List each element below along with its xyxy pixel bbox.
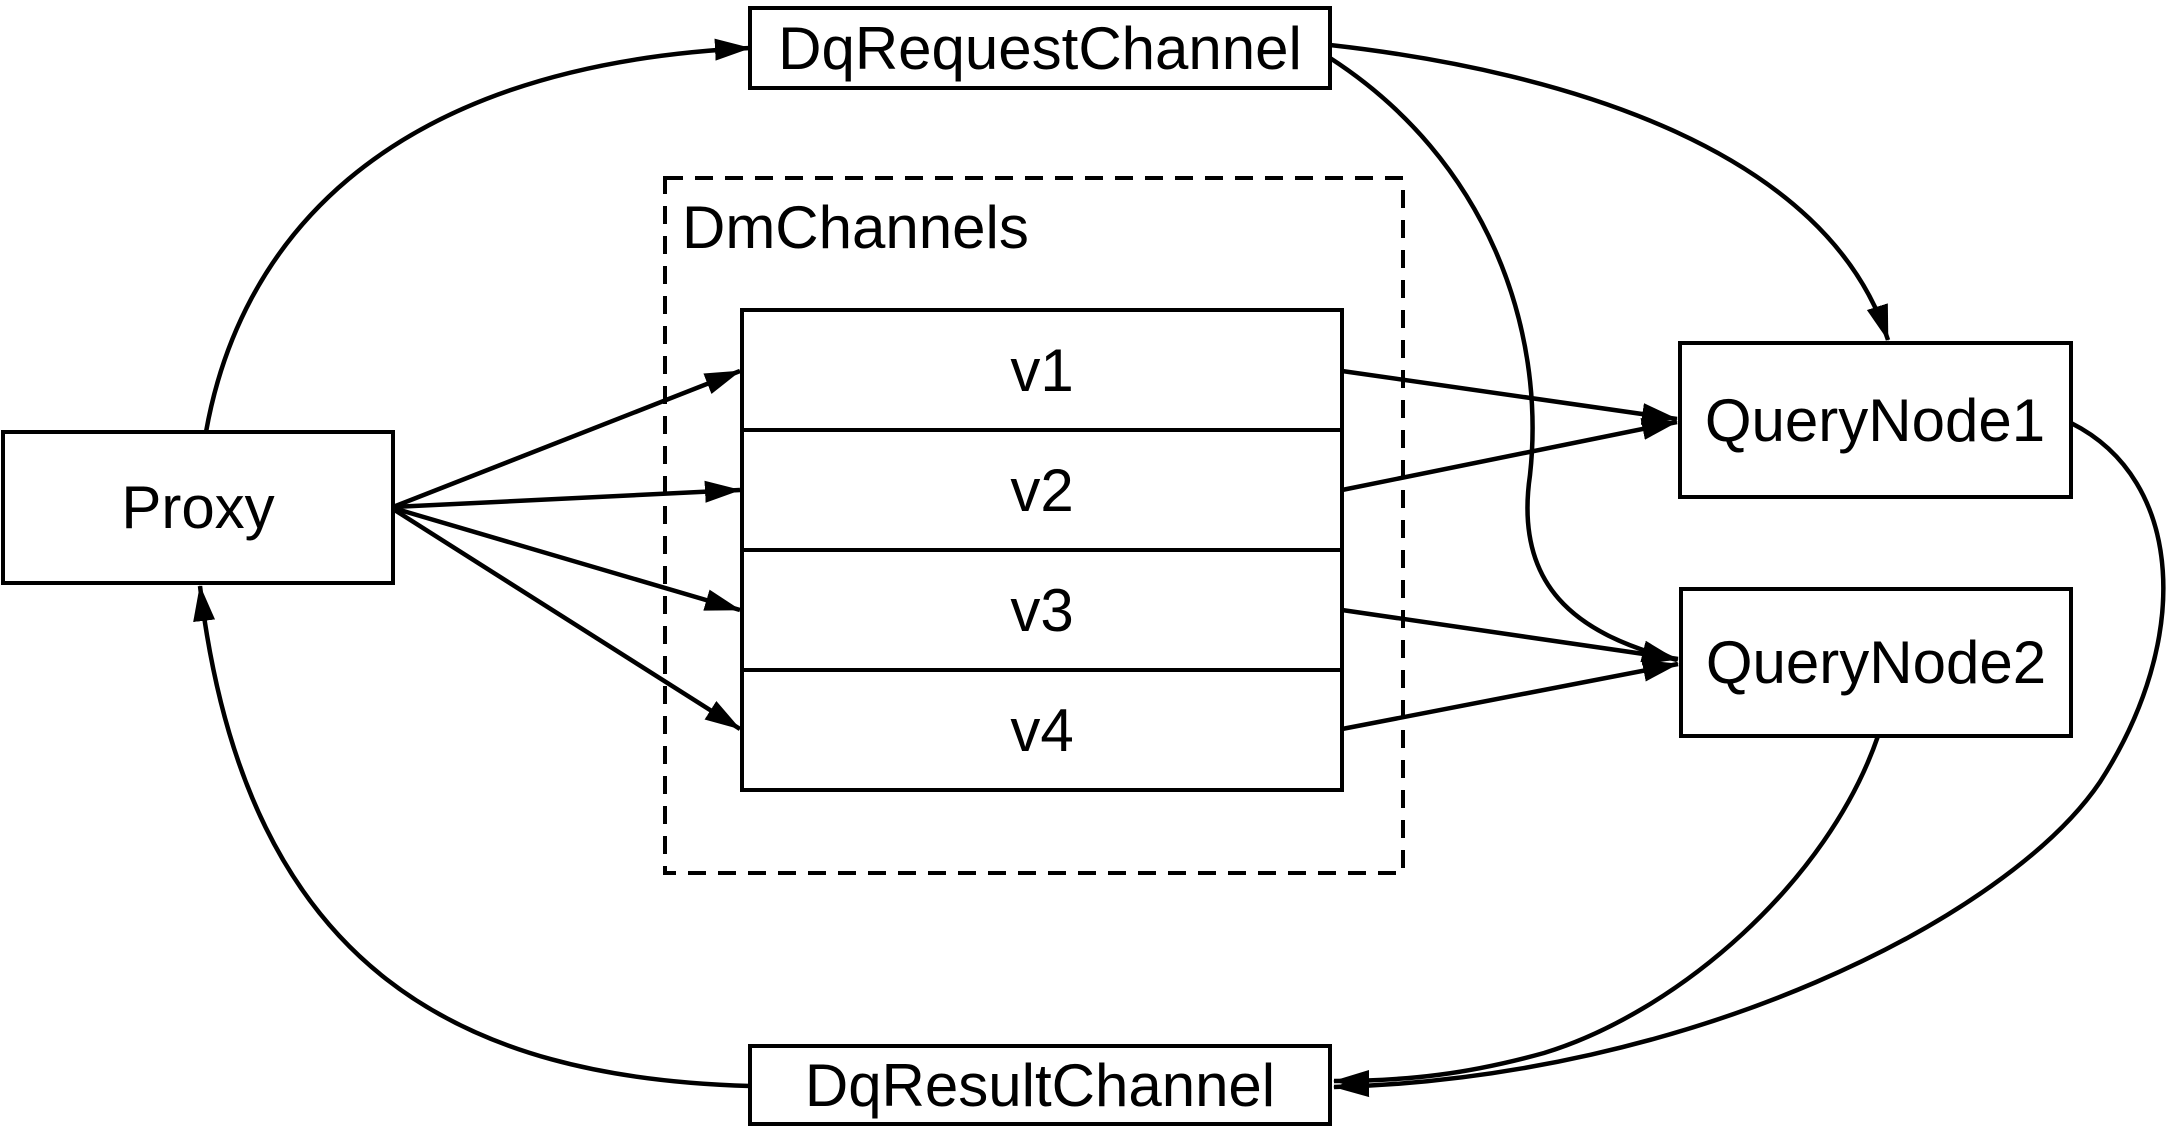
query-node1-box [1678,341,2073,499]
edge-querynode2-to-dqresultchannel [1333,735,1881,1092]
edge-v2-to-querynode1 [1341,418,1678,493]
query-node2-box [1679,587,2073,738]
edges [193,38,2166,1098]
edge-dqrequestchannel-to-querynode1 [1329,42,1891,341]
edge-v4-to-querynode2 [1341,659,1679,732]
node-query-node1: QueryNode1 [1678,341,2073,499]
dq-result-channel-label: DqResultChannel [805,1052,1275,1119]
edge-proxy-to-dqrequestchannel [203,38,751,433]
node-dq-request-channel: DqRequestChannel [748,6,1332,90]
query-node2-label: QueryNode2 [1706,629,2046,696]
proxy-box [1,430,395,585]
edge-proxy-to-v4 [391,507,742,731]
edge-dqrequestchannel-to-querynode2 [1328,56,1678,663]
node-proxy: Proxy [1,430,395,585]
channel-row-v3: v3 [1010,577,1073,644]
dm-channels-group: DmChannels v1 v2 v3 v4 [663,176,1405,875]
edge-proxy-to-v3 [392,505,741,613]
channel-row-v2: v2 [1010,457,1073,524]
edge-v1-to-querynode1 [1341,368,1678,425]
edge-proxy-to-v2 [392,480,741,510]
channel-row-v1: v1 [1010,337,1073,404]
proxy-label: Proxy [121,474,274,541]
edge-querynode1-to-dqresultchannel [1333,420,2166,1098]
edge-dqresultchannel-to-proxy [193,585,751,1089]
dq-result-channel-box [748,1044,1332,1126]
edge-proxy-to-v1 [392,368,741,510]
query-node1-label: QueryNode1 [1705,387,2045,454]
edge-v3-to-querynode2 [1341,607,1679,665]
dm-channels-label: DmChannels [682,194,1029,261]
node-query-node2: QueryNode2 [1679,587,2073,738]
channel-row-v4: v4 [1010,697,1073,764]
dm-channels-dashed-border [663,176,1405,875]
node-dq-result-channel: DqResultChannel [748,1044,1332,1126]
dq-request-channel-label: DqRequestChannel [778,15,1302,82]
dq-request-channel-box [748,6,1332,90]
dm-channels-table: v1 v2 v3 v4 [740,308,1344,792]
